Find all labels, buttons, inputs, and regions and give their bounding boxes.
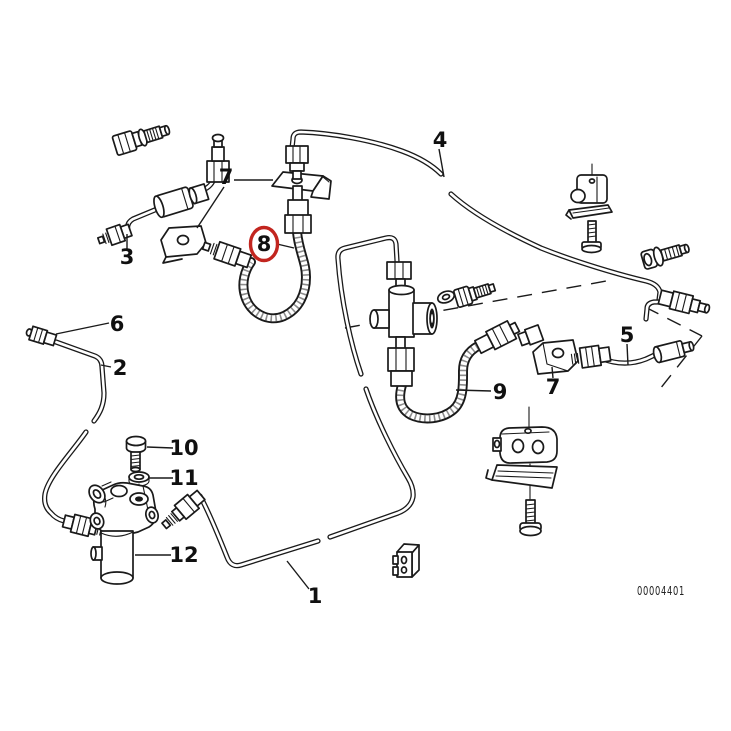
part-4-end-fittings — [657, 289, 711, 315]
tee-union — [369, 261, 438, 387]
washer-11 — [128, 471, 150, 497]
tee-bolt — [453, 283, 497, 308]
tee-washer — [436, 290, 456, 304]
pipe-clamp-top-right — [565, 163, 613, 254]
guide-lines — [344, 279, 703, 395]
callout-2[interactable]: 2 — [113, 356, 128, 380]
callout-8[interactable]: 8 — [257, 232, 272, 256]
pressure-valve-12 — [88, 481, 160, 585]
part-8-upper-fitting — [284, 185, 312, 234]
part-8-hose — [238, 227, 312, 324]
part-4-union-nut — [285, 145, 309, 180]
callout-9[interactable]: 9 — [493, 380, 508, 404]
part-1-pipe — [197, 235, 416, 569]
bracket-7-right — [517, 324, 579, 375]
clamp-block-assembly — [485, 406, 558, 537]
part-3-fittings — [96, 133, 230, 247]
part-4-pipe — [289, 129, 687, 322]
callout-7-top[interactable]: 7 — [219, 165, 234, 189]
bolt-10 — [125, 435, 147, 473]
part-8-lower-fitting — [201, 240, 253, 269]
part-5-fittings — [570, 340, 695, 369]
banjo-bolt — [111, 124, 171, 156]
drawing-number: 00004401 — [637, 584, 685, 598]
callouts: 3 7 8 4 6 2 9 7 5 10 11 12 1 — [110, 128, 635, 608]
leader-lines — [55, 148, 629, 590]
callout-10[interactable]: 10 — [169, 436, 198, 460]
callout-6[interactable]: 6 — [110, 312, 125, 336]
part-1-start-fitting — [161, 489, 206, 530]
part-9-end-fitting — [473, 319, 521, 355]
callout-4[interactable]: 4 — [433, 128, 448, 152]
bracket-7-left — [160, 225, 207, 264]
callout-7-right[interactable]: 7 — [546, 375, 561, 399]
callout-3[interactable]: 3 — [120, 245, 135, 269]
part-2-pipe — [42, 339, 107, 524]
callout-12[interactable]: 12 — [169, 543, 198, 567]
callout-11[interactable]: 11 — [169, 466, 198, 490]
cable-clip — [392, 543, 420, 578]
bolt-right — [640, 243, 690, 270]
callout-5[interactable]: 5 — [620, 323, 635, 347]
part-9-hose — [395, 341, 483, 424]
highlight-circle-part-8 — [248, 225, 280, 263]
callout-1[interactable]: 1 — [308, 584, 323, 608]
union-fitting-6 — [25, 325, 58, 347]
